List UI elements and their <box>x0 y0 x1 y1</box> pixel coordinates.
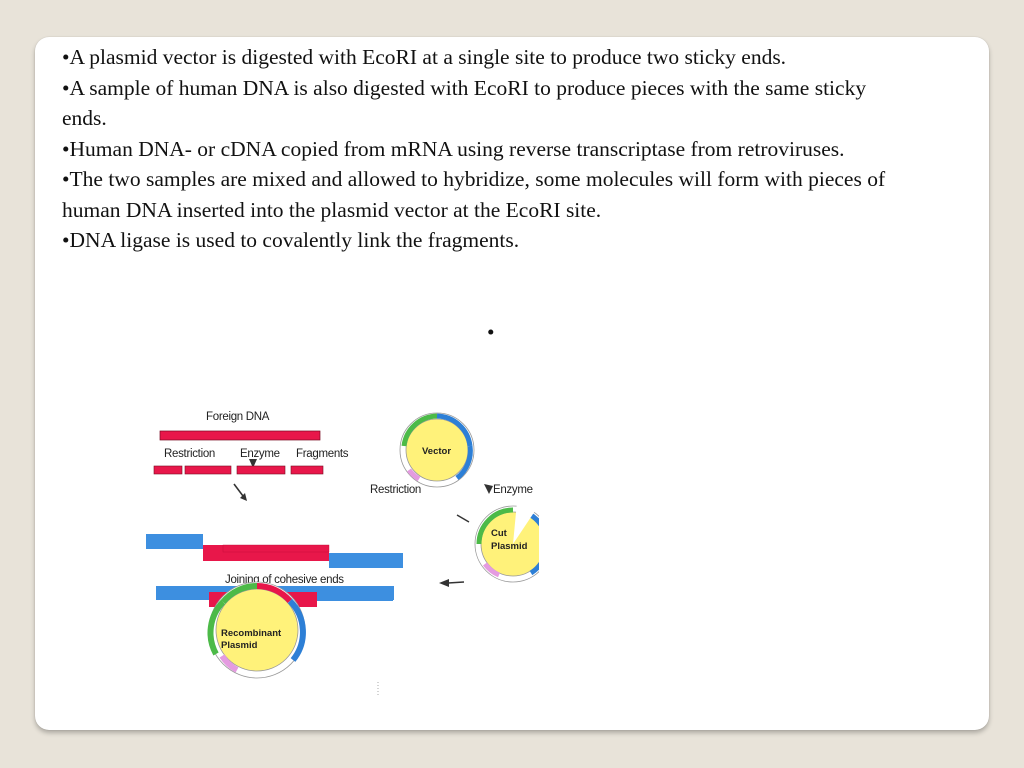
bullet-3: •Human DNA- or cDNA copied from mRNA usi… <box>62 136 845 161</box>
bullet-4: •The two samples are mixed and allowed t… <box>62 167 886 222</box>
joined-strand-right <box>317 592 393 601</box>
arrow-to-join <box>447 581 465 584</box>
vector-end-right <box>329 553 403 568</box>
foreign-dna-strand <box>159 430 321 441</box>
recombinant-pink-segment <box>219 654 239 673</box>
fragments-label: Fragments <box>296 448 349 460</box>
recombinant-blue-segment <box>287 598 306 662</box>
cut-pink-segment <box>482 562 501 578</box>
vector-blue-segment <box>436 413 473 447</box>
arrowhead-down-1 <box>240 493 247 501</box>
fragment-4 <box>290 465 324 475</box>
restriction-label-2: Restriction <box>370 484 421 496</box>
empty-bullet: • <box>487 320 495 344</box>
cut-notch <box>513 502 537 544</box>
enzyme-arrow-2 <box>484 484 493 494</box>
enzyme-label-1: Enzyme <box>240 448 280 460</box>
arrow-to-cut <box>456 514 470 523</box>
enzyme-arrow-1 <box>249 459 257 468</box>
recombinant-green-segment <box>220 582 258 605</box>
insert-top-strand <box>222 544 330 553</box>
bullet-5: •DNA ligase is used to covalently link t… <box>62 228 520 252</box>
enzyme-label-2: Enzyme <box>493 484 533 496</box>
recombinant-plasmid-label: Plasmid <box>221 640 258 651</box>
foreign-dna-label: Foreign DNA <box>206 411 270 423</box>
fragment-2 <box>184 465 232 475</box>
recombinant-red-segment <box>256 583 293 604</box>
bullet-list: •A plasmid vector is digested with EcoRI… <box>62 42 912 256</box>
vector-label: Vector <box>422 446 451 457</box>
bullet-1: •A plasmid vector is digested with EcoRI… <box>62 45 787 69</box>
fragment-3 <box>236 465 286 475</box>
bullet-2: •A sample of human DNA is also digested … <box>62 75 867 131</box>
cut-green-segment <box>476 507 514 545</box>
restriction-label-1: Restriction <box>164 448 215 460</box>
arrow-down-1 <box>233 483 244 497</box>
recombinant-label: Recombinant <box>221 628 282 639</box>
recombinant-dna-diagram: Foreign DNA Restriction Enzyme Fragments… <box>146 411 539 695</box>
cut-plasmid-label: Plasmid <box>491 541 528 552</box>
slide: •A plasmid vector is digested with EcoRI… <box>35 37 989 730</box>
fragment-1 <box>153 465 183 475</box>
vector-pink-segment <box>406 468 421 482</box>
vector-end-left <box>146 534 203 549</box>
arrowhead-to-join <box>439 579 449 587</box>
cut-label: Cut <box>491 528 508 539</box>
vector-green-segment <box>401 413 438 447</box>
